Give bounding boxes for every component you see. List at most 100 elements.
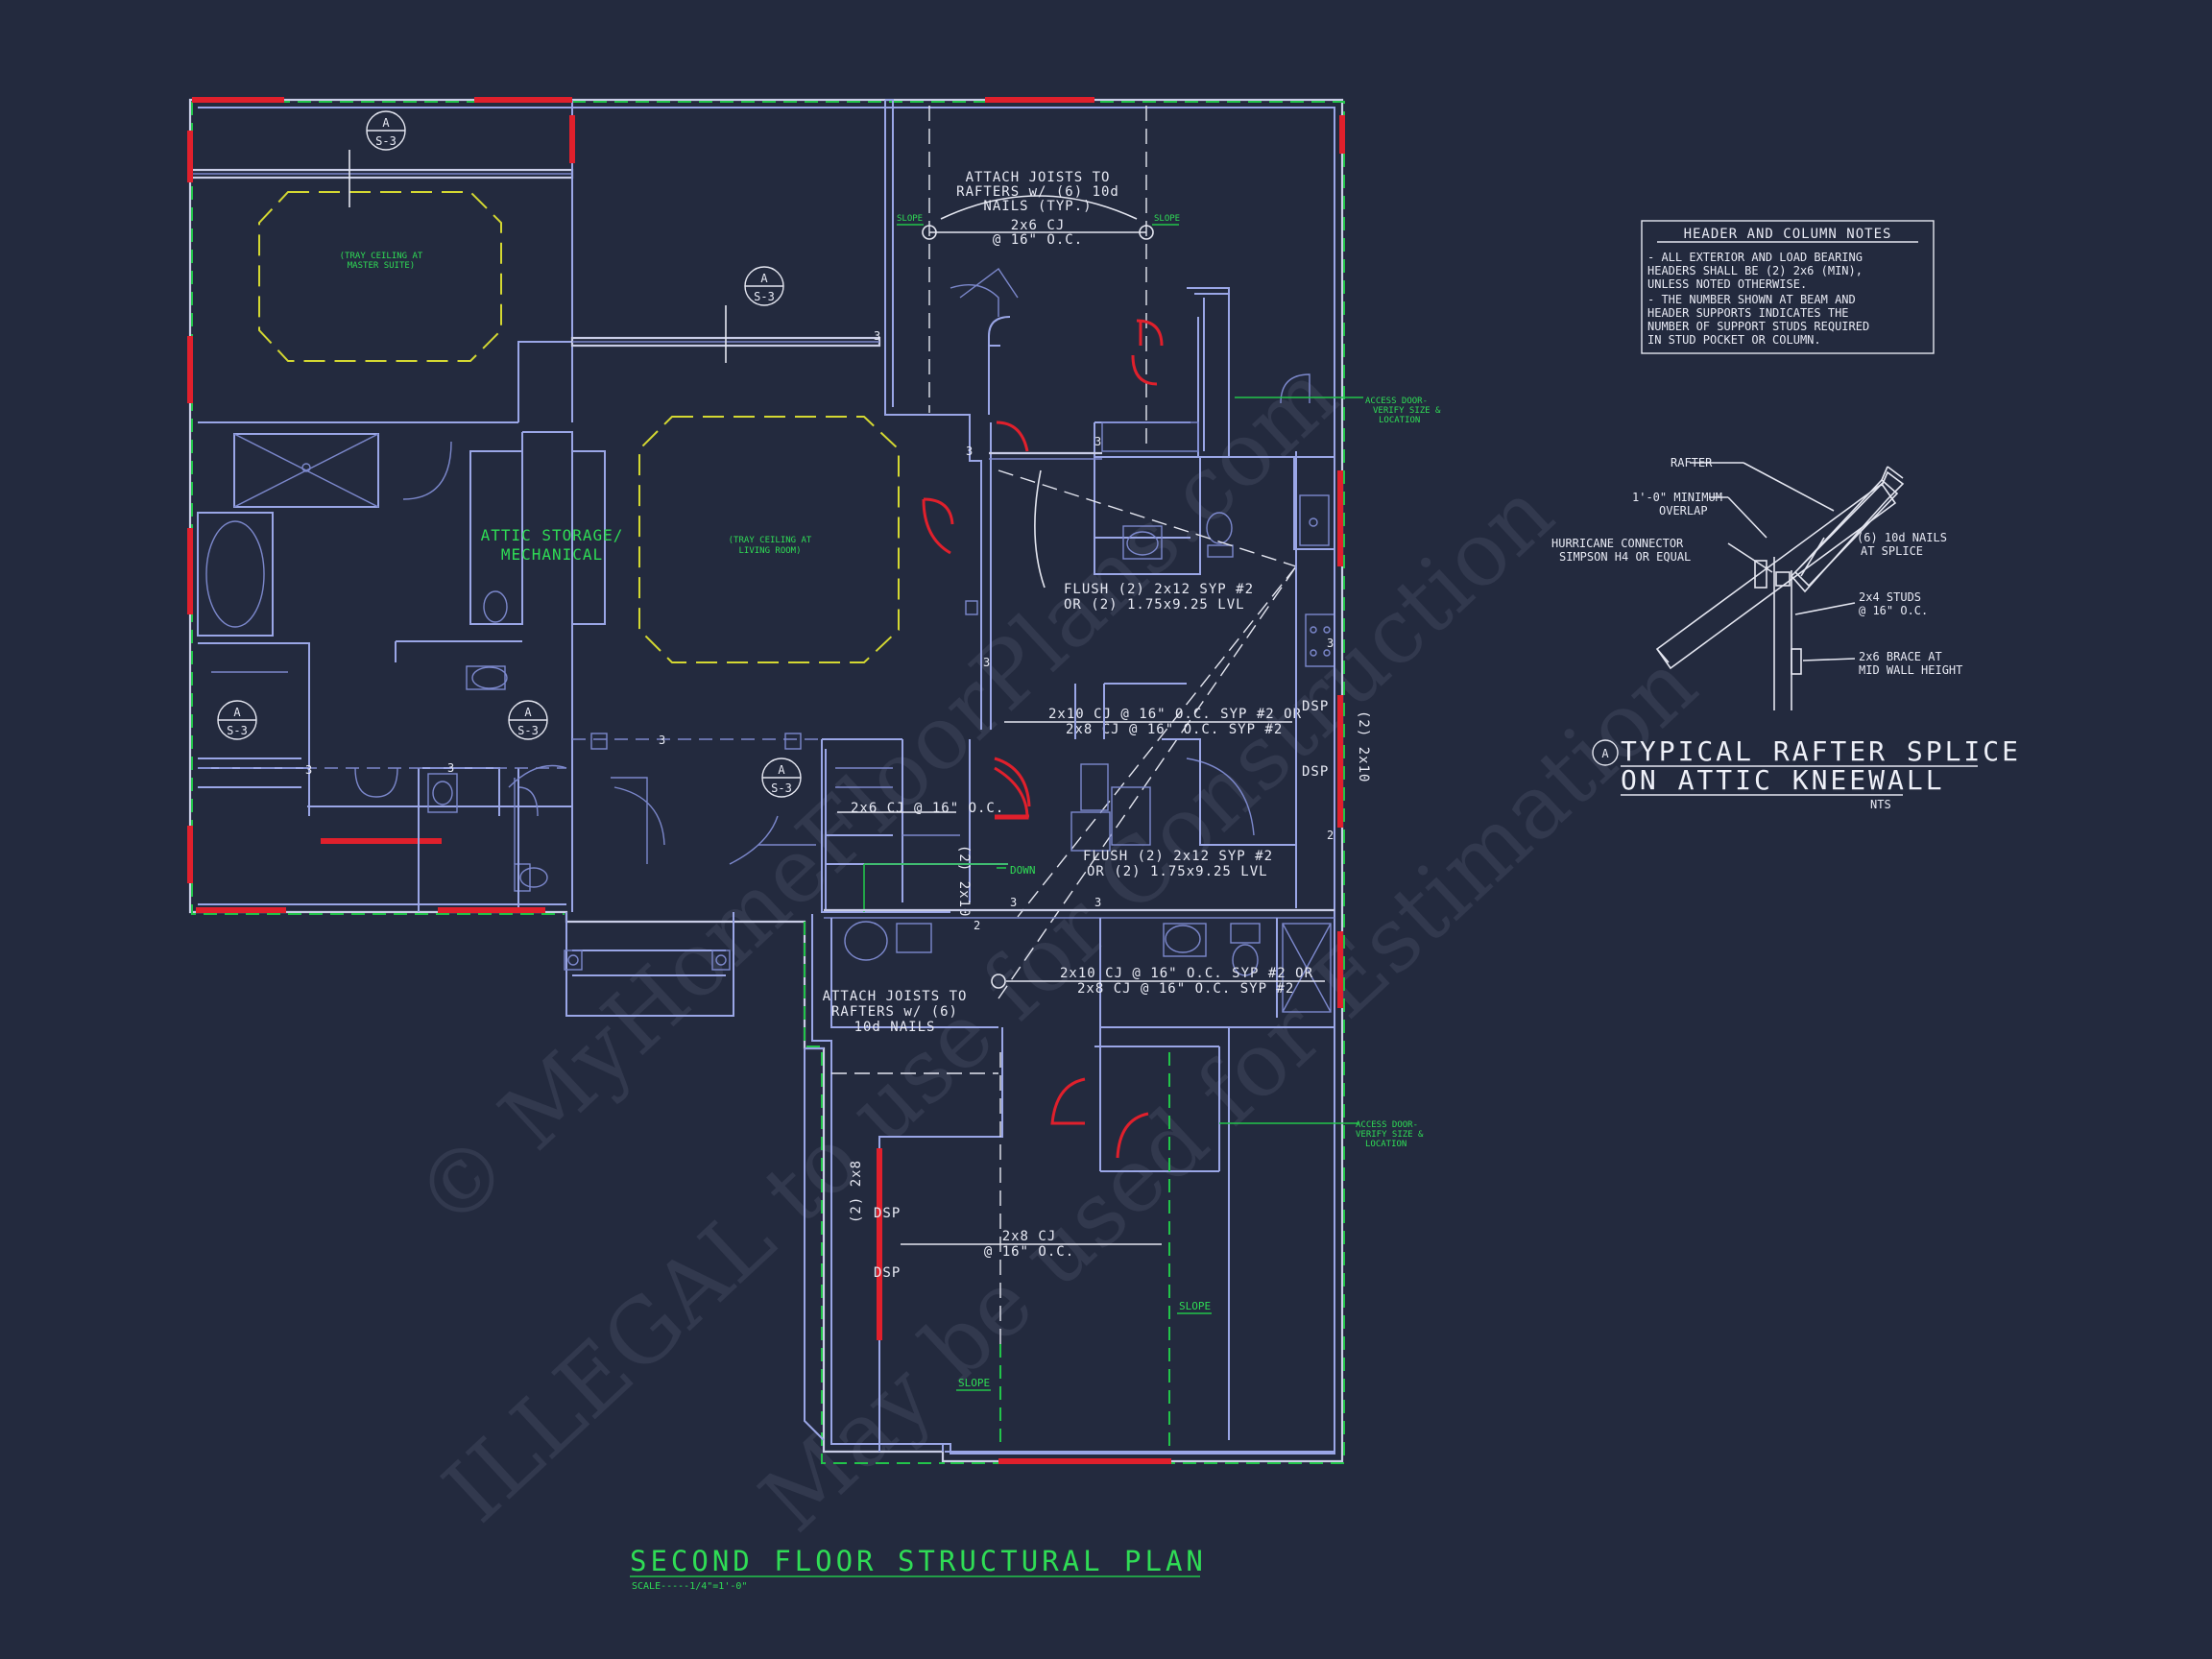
notes-line-3: UNLESS NOTED OTHERWISE. <box>1647 277 1807 291</box>
detail-tag-letter: A <box>1601 747 1609 760</box>
access-bot-3: LOCATION <box>1365 1140 1407 1149</box>
stud-count-hall-2: 3 <box>1094 435 1101 448</box>
notes-line-4: - THE NUMBER SHOWN AT BEAM AND <box>1647 293 1856 306</box>
detail-brace-2: MID WALL HEIGHT <box>1859 663 1962 677</box>
flush-2-line-2: OR (2) 1.75x9.25 LVL <box>1087 864 1268 879</box>
section-tag-2: A S-3 <box>725 266 784 363</box>
down-label: DOWN <box>1010 864 1036 877</box>
bathtub <box>197 512 274 637</box>
stud-count-950-2: 3 <box>1094 896 1101 909</box>
section-tag-5: A S-3 <box>761 757 802 798</box>
tray-living-label-1: (TRAY CEILING AT <box>729 536 812 545</box>
notes-line-6: NUMBER OF SUPPORT STUDS REQUIRED <box>1647 320 1869 333</box>
cj-garage-2: @ 16" O.C. <box>984 1244 1074 1260</box>
cj-low-2: 2x8 CJ @ 16" O.C. SYP #2 <box>1077 981 1294 997</box>
access-top-1: ACCESS DOOR- <box>1365 397 1428 406</box>
stud-count-master-1: 3 <box>305 763 312 777</box>
notes-line-1: - ALL EXTERIOR AND LOAD BEARING <box>1647 251 1863 264</box>
cj-garage-1: 2x8 CJ <box>1002 1229 1057 1244</box>
detail-hurricane-1: HURRICANE CONNECTOR <box>1551 537 1684 550</box>
attach-top-2: RAFTERS w/ (6) 10d <box>956 184 1119 200</box>
stud-count-living: 3 <box>659 733 665 747</box>
master-shower <box>233 433 379 508</box>
stud-count-right-1: 3 <box>1327 637 1334 650</box>
floor-plan: (TRAY CEILING AT MASTER SUITE) ATTIC STO <box>187 97 1441 1464</box>
tray-living-label-2: LIVING ROOM) <box>738 546 801 556</box>
dsp-3: DSP <box>874 1206 901 1221</box>
attic-label-2: MECHANICAL <box>501 545 603 564</box>
dsp-4: DSP <box>874 1265 901 1281</box>
drawing-title-block: SECOND FLOOR STRUCTURAL PLAN SCALE-----1… <box>630 1545 1207 1592</box>
section-tag-3: A S-3 <box>217 700 257 740</box>
cj-top-2: @ 16" O.C. <box>993 232 1083 248</box>
detail-hurricane-2: SIMPSON H4 OR EQUAL <box>1559 550 1691 564</box>
stud-count-living-beam: 3 <box>874 329 880 343</box>
section-tag-1: A S-3 <box>349 110 406 207</box>
attic-label-1: ATTIC STORAGE/ <box>481 526 624 544</box>
flush-1-line-2: OR (2) 1.75x9.25 LVL <box>1064 597 1245 613</box>
svg-text:A: A <box>233 706 241 719</box>
stud-count-hall-3: 3 <box>983 656 990 669</box>
attach-bot-1: ATTACH JOISTS TO <box>823 989 968 1004</box>
attach-top-1: ATTACH JOISTS TO <box>966 170 1111 185</box>
svg-text:S-3: S-3 <box>517 724 539 737</box>
flush-2-line-1: FLUSH (2) 2x12 SYP #2 <box>1083 849 1273 864</box>
svg-text:S-3: S-3 <box>227 724 248 737</box>
notes-line-5: HEADER SUPPORTS INDICATES THE <box>1647 306 1849 320</box>
access-top-2: VERIFY SIZE & <box>1373 406 1441 416</box>
dsp-1: DSP <box>1302 699 1329 714</box>
detail-scale: NTS <box>1870 798 1891 811</box>
slope-label-3: SLOPE <box>1179 1300 1211 1312</box>
attach-bot-3: 10d NAILS <box>854 1020 936 1035</box>
cj-low-1: 2x10 CJ @ 16" O.C. SYP #2 OR <box>1060 966 1313 981</box>
slope-label-4: SLOPE <box>958 1377 990 1389</box>
notes-line-2: HEADERS SHALL BE (2) 2x6 (MIN), <box>1647 264 1863 277</box>
attach-bot-2: RAFTERS w/ (6) <box>831 1004 958 1020</box>
access-bot-1: ACCESS DOOR- <box>1356 1120 1418 1130</box>
cj-mid-1: 2x10 CJ @ 16" O.C. SYP #2 OR <box>1048 707 1302 722</box>
svg-text:S-3: S-3 <box>771 781 792 795</box>
stud-count-master-2: 3 <box>447 761 454 775</box>
detail-studs-1: 2x4 STUDS <box>1859 590 1921 604</box>
stud-count-950-1: 3 <box>1010 896 1017 909</box>
cj-top-1: 2x6 CJ <box>1011 218 1066 233</box>
svg-text:A: A <box>778 763 785 777</box>
svg-text:S-3: S-3 <box>754 290 775 303</box>
detail-overlap-1: 1'-0" MINIMUM <box>1632 491 1722 504</box>
beam-2x10-right: (2) 2x10 <box>1356 710 1371 782</box>
svg-text:A: A <box>760 272 768 285</box>
tray-master-label-1: (TRAY CEILING AT <box>340 252 423 261</box>
detail-overlap-2: OVERLAP <box>1659 504 1708 517</box>
tray-master-label-2: MASTER SUITE) <box>348 261 415 271</box>
svg-text:A: A <box>524 706 532 719</box>
detail-rafter: RAFTER <box>1671 456 1713 469</box>
flush-1-line-1: FLUSH (2) 2x12 SYP #2 <box>1064 582 1254 597</box>
detail-nails-2: AT SPLICE <box>1861 544 1923 558</box>
cj-stair: 2x6 CJ @ 16" O.C. <box>851 801 1004 816</box>
rafter-splice-detail: RAFTER 1'-0" MINIMUM OVERLAP HURRICANE C… <box>1551 456 2021 811</box>
drawing-title: SECOND FLOOR STRUCTURAL PLAN <box>630 1545 1207 1577</box>
slope-label-2: SLOPE <box>1154 214 1180 224</box>
attach-top-3: NAILS (TYP.) <box>983 199 1092 214</box>
tray-ceiling-master <box>258 191 502 362</box>
detail-studs-2: @ 16" O.C. <box>1859 604 1928 617</box>
detail-nails-1: (6) 10d NAILS <box>1857 531 1947 544</box>
detail-brace-1: 2x6 BRACE AT <box>1859 650 1942 663</box>
stud-count-950-3: 2 <box>974 919 980 932</box>
detail-title-2: ON ATTIC KNEEWALL <box>1621 764 1945 796</box>
header-column-notes: HEADER AND COLUMN NOTES - ALL EXTERIOR A… <box>1641 220 1935 354</box>
dsp-2: DSP <box>1302 764 1329 780</box>
access-top-3: LOCATION <box>1379 416 1420 425</box>
stud-count-right-2: 2 <box>1327 829 1334 842</box>
slope-label-1: SLOPE <box>897 214 923 224</box>
svg-text:A: A <box>382 116 390 130</box>
section-tag-4: A S-3 <box>508 700 548 740</box>
notes-title: HEADER AND COLUMN NOTES <box>1684 227 1892 242</box>
notes-line-7: IN STUD POCKET OR COLUMN. <box>1647 333 1821 347</box>
detail-title-1: TYPICAL RAFTER SPLICE <box>1621 735 2021 767</box>
tray-ceiling-living <box>638 416 900 663</box>
watermark: © MyHomeFloorPlans.com ILLEGAL to use fo… <box>396 344 1716 1552</box>
svg-text:S-3: S-3 <box>375 134 397 148</box>
access-bot-2: VERIFY SIZE & <box>1356 1130 1424 1140</box>
